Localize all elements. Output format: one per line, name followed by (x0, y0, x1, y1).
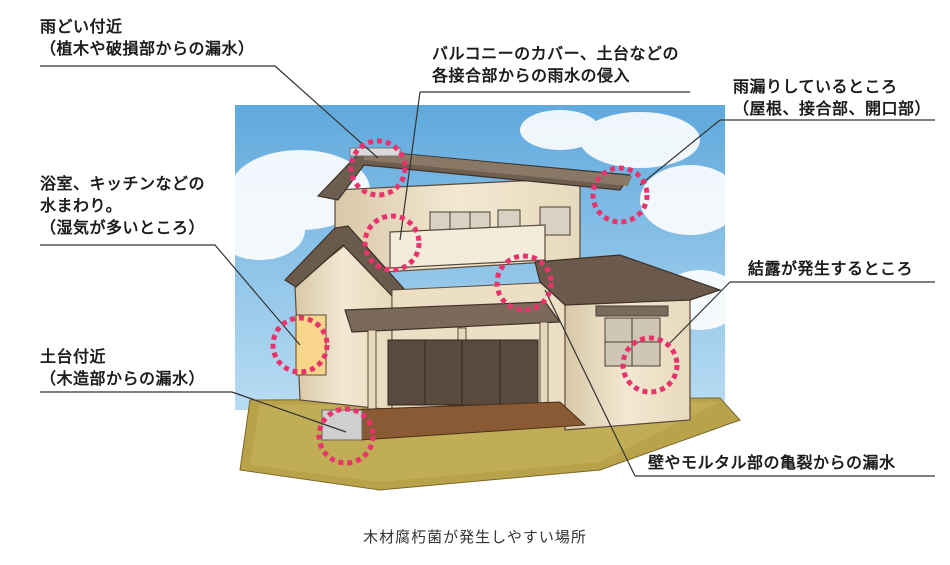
marker-roof-leak (590, 165, 650, 225)
marker-bath (270, 315, 330, 375)
label-bath: 浴室、キッチンなどの 水まわり。 （湿気が多いところ） (40, 173, 205, 239)
label-balcony-line2: 各接合部からの雨水の侵入 (432, 66, 631, 85)
label-foundation-line1: 土台付近 (40, 347, 107, 366)
balcony (389, 224, 546, 269)
figure-caption: 木材腐朽菌が発生しやすい場所 (363, 528, 587, 546)
marker-balcony (362, 213, 422, 273)
risk-markers (270, 138, 680, 466)
label-foundation-line2: （木造部からの漏水） (40, 369, 206, 388)
marker-foundation (316, 406, 376, 466)
label-balcony: バルコニーのカバー、土台などの 各接合部からの雨水の侵入 (432, 43, 679, 87)
label-leak-line1: 雨漏りしているところ (733, 77, 898, 96)
right-window (595, 305, 669, 367)
label-gutter-line1: 雨どい付近 (40, 17, 123, 36)
leader-lines (40, 65, 935, 477)
right-wing-roof (534, 254, 722, 306)
label-gutter-line2: （植木や破損部からの漏水） (40, 39, 255, 58)
marker-wall-joint (494, 253, 554, 313)
glass-doors (387, 339, 539, 406)
label-condensation: 結露が発生するところ (748, 258, 913, 280)
label-balcony-line1: バルコニーのカバー、土台などの (432, 44, 680, 63)
label-foundation: 土台付近 （木造部からの漏水） (40, 346, 205, 390)
label-roof-leak: 雨漏りしているところ （屋根、接合部、開口部） (733, 76, 931, 120)
label-wall-crack: 壁やモルタル部の亀裂からの漏水 (648, 452, 896, 474)
label-condensation-line1: 結露が発生するところ (748, 259, 914, 278)
label-bath-line2: 水まわり。 (40, 196, 123, 215)
marker-condensation (620, 335, 680, 395)
label-leak-line2: （屋根、接合部、開口部） (733, 99, 932, 118)
marker-gutter (348, 138, 408, 198)
label-gutter: 雨どい付近 （植木や破損部からの漏水） (40, 16, 255, 60)
label-wall-line1: 壁やモルタル部の亀裂からの漏水 (648, 453, 896, 472)
label-bath-line1: 浴室、キッチンなどの (40, 174, 206, 193)
bath-window (295, 314, 327, 376)
label-bath-line3: （湿気が多いところ） (40, 218, 206, 237)
